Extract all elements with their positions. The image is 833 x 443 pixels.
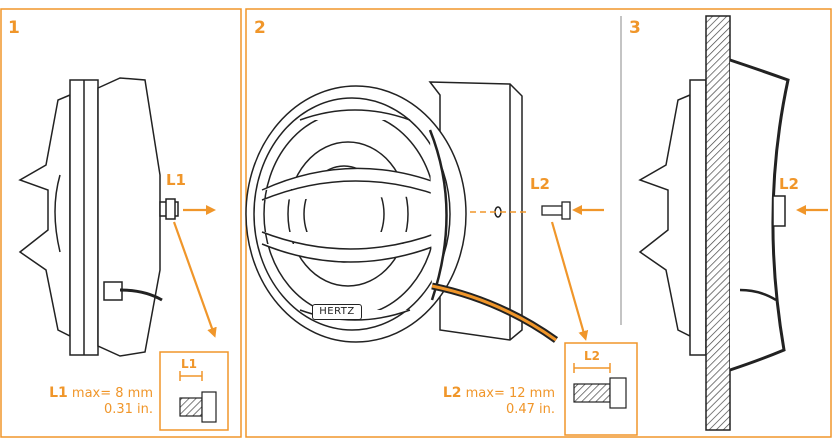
spec-l2: L2 max= 12 mm 0.47 in.: [395, 385, 555, 418]
panel-1-frame: [0, 8, 242, 438]
inset-label-l1: L1: [181, 357, 197, 371]
panel-2-speaker-front: [245, 85, 467, 343]
label-l2-wall: L2: [779, 175, 799, 193]
inset-label-l2: L2: [584, 349, 600, 363]
spec-l2-line2: 0.47 in.: [505, 402, 555, 417]
spec-l1-line2: 0.31 in.: [103, 402, 153, 417]
panel-2-number: 2: [254, 18, 266, 38]
brand-badge: HERTZ: [312, 304, 362, 320]
panel-2-cable: [431, 282, 559, 343]
spec-l2-key: L2: [442, 385, 462, 401]
label-l1: L1: [166, 171, 186, 189]
spec-l1: L1 max= 8 mm 0.31 in.: [18, 385, 153, 418]
panel-1-arrows: [172, 205, 217, 338]
panel-3-number: 3: [629, 18, 641, 38]
spec-l1-key: L1: [49, 385, 68, 401]
panel-1-speaker-side-view: [18, 77, 179, 357]
panel-2-screw: [541, 201, 571, 220]
panel-3-speaker-side: [638, 79, 707, 356]
panel-2-guides: [470, 205, 608, 341]
panel-1-inset: [159, 351, 229, 431]
spec-l2-line1: max= 12 mm: [465, 386, 555, 401]
label-l2: L2: [530, 175, 550, 193]
panel-2-inset: [564, 342, 638, 436]
spec-l1-line1: max= 8 mm: [71, 386, 153, 401]
panel-3-wall: [705, 15, 790, 431]
panel-1-number: 1: [8, 18, 20, 38]
